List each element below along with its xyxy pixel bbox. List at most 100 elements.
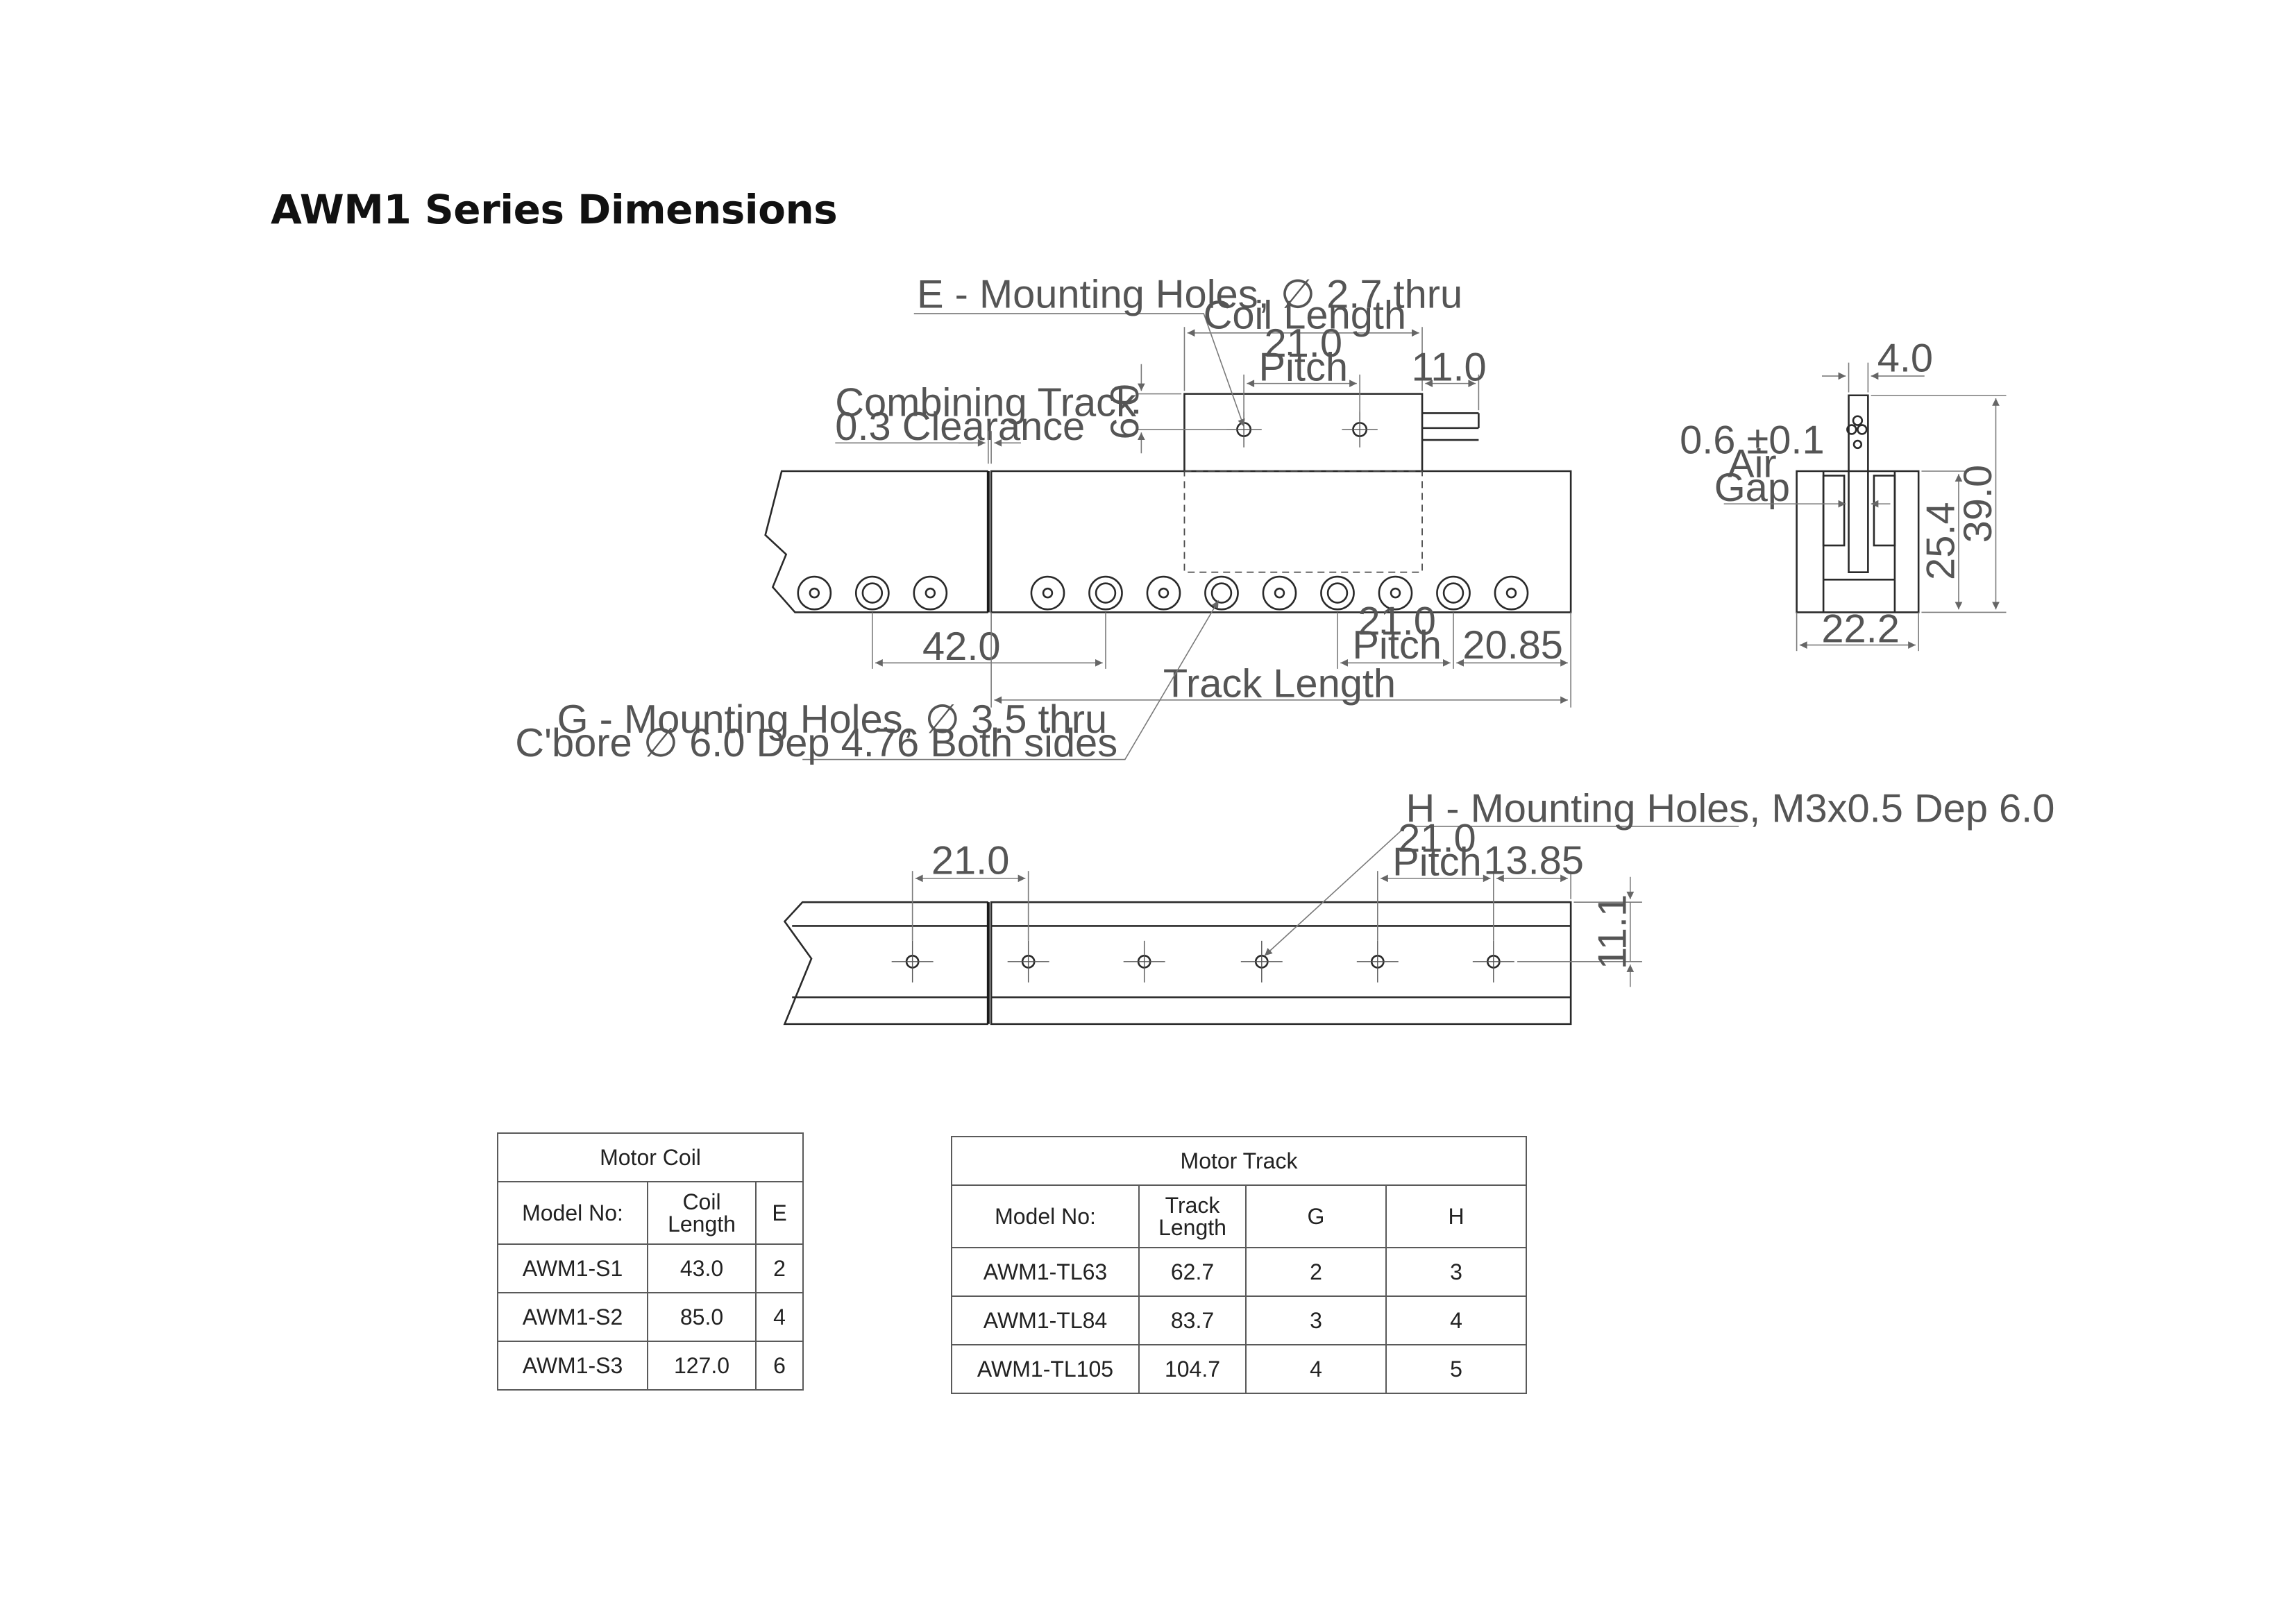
table-row: AWM1-TL84 83.7 3 4 xyxy=(951,1295,1527,1345)
track-length-cell: 83.7 xyxy=(1138,1295,1247,1345)
coil-pitch-value: 21.0 xyxy=(1264,321,1342,366)
bottom-end-offset-label: 13.85 xyxy=(1483,838,1584,883)
combining-track-label: Combining Track xyxy=(835,381,1136,425)
air-gap-value: 0.6 ±0.1 xyxy=(1680,418,1824,462)
track-model-cell: AWM1-TL84 xyxy=(951,1295,1140,1345)
track-cbore-hole xyxy=(1437,577,1469,609)
air-gap-word2: Gap xyxy=(1714,466,1790,510)
g-holes-leader xyxy=(802,600,1219,759)
threaded-hole xyxy=(1357,941,1399,983)
motor-coil-title: Motor Coil xyxy=(497,1132,804,1182)
h-holes-leader xyxy=(1265,826,1739,955)
g-holes-label: G - Mounting Holes, ∅ 3.5 thru xyxy=(557,697,1107,742)
e-holes-leader xyxy=(914,314,1244,427)
coil-cable xyxy=(1422,413,1478,440)
coil-model-cell: AWM1-S3 xyxy=(497,1341,648,1391)
coil-hidden-outline xyxy=(1184,471,1422,572)
coil-block xyxy=(1184,394,1422,471)
track-u-channel xyxy=(1797,471,1919,612)
coil-e-cell: 4 xyxy=(755,1292,804,1342)
coil-e-cell: 2 xyxy=(755,1243,804,1293)
table-row: AWM1-S2 85.0 4 xyxy=(497,1292,804,1342)
track-screw-hole xyxy=(1379,577,1412,609)
end-view: 4.0 0.6 ±0.1 Air Gap 25.4 39.0 22.2 xyxy=(1680,336,2006,651)
track-h-cell: 3 xyxy=(1385,1247,1527,1297)
bottom-pitch-value: 21.0 xyxy=(1398,816,1476,860)
track-header-g: G xyxy=(1245,1184,1387,1248)
track-header-model: Model No: xyxy=(951,1184,1140,1248)
bottom-view: H - Mounting Holes, M3x0.5 Dep 6.0 21.0 … xyxy=(785,786,2054,1024)
coil-mounting-hole xyxy=(1226,411,1261,447)
e-holes-label: E - Mounting Holes, ∅ 2.7 thru xyxy=(917,272,1462,316)
coil-hole-height-label: 6.0 xyxy=(1103,384,1147,439)
track-screw-hole xyxy=(914,577,947,609)
track-cbore-hole xyxy=(856,577,888,609)
g-holes-cbore-label: C'bore ∅ 6.0 Dep 4.76 Both sides xyxy=(515,721,1117,765)
bottom-hole-height-label: 11.1 xyxy=(1590,894,1635,969)
top-width-label: 4.0 xyxy=(1877,336,1933,380)
bottom-left-track-section xyxy=(785,902,988,1024)
left-track-section xyxy=(766,471,988,612)
bottom-pitch-word: Pitch xyxy=(1392,840,1482,885)
track-model-cell: AWM1-TL105 xyxy=(951,1344,1140,1394)
table-row: AWM1-TL105 104.7 4 5 xyxy=(951,1344,1527,1394)
threaded-hole xyxy=(892,941,934,983)
track-cbore-hole xyxy=(1205,577,1238,609)
track-end-label: 20.85 xyxy=(1462,623,1563,668)
track-g-cell: 2 xyxy=(1245,1247,1387,1297)
track-header-h: H xyxy=(1385,1184,1527,1248)
track-height-label: 25.4 xyxy=(1919,502,1964,580)
track-g-cell: 3 xyxy=(1245,1295,1387,1345)
coil-blade xyxy=(1849,396,1868,572)
side-view: E - Mounting Holes, ∅ 2.7 thru Coil Leng… xyxy=(515,272,1571,765)
track-screw-hole xyxy=(798,577,831,609)
track-width-label: 22.2 xyxy=(1821,606,1900,651)
h-holes-label: H - Mounting Holes, M3x0.5 Dep 6.0 xyxy=(1406,786,2054,831)
track-length-cell: 62.7 xyxy=(1138,1247,1247,1297)
track-h-cell: 4 xyxy=(1385,1295,1527,1345)
track-cbore-hole xyxy=(1321,577,1353,609)
coil-model-cell: AWM1-S2 xyxy=(497,1292,648,1342)
coil-model-cell: AWM1-S1 xyxy=(497,1243,648,1293)
track-pitch-word: Pitch xyxy=(1352,623,1442,668)
cable-end-icon xyxy=(1847,416,1866,448)
bottom-main-track xyxy=(991,902,1571,1024)
coil-mounting-hole xyxy=(1342,411,1377,447)
cable-offset-label: 11.0 xyxy=(1411,345,1486,389)
track-screw-hole xyxy=(1263,577,1296,609)
clearance-label: 0.3 Clearance xyxy=(835,405,1085,449)
motor-track-title: Motor Track xyxy=(951,1136,1527,1186)
table-row: AWM1-S1 43.0 2 xyxy=(497,1243,804,1293)
coil-length-cell: 85.0 xyxy=(647,1292,757,1342)
track-screw-hole xyxy=(1147,577,1180,609)
track-screw-hole xyxy=(1495,577,1528,609)
coil-length-label: Coil Length xyxy=(1204,293,1406,337)
threaded-hole xyxy=(1124,941,1165,983)
coil-e-cell: 6 xyxy=(755,1341,804,1391)
track-screw-hole xyxy=(1031,577,1064,609)
track-g-cell: 4 xyxy=(1245,1344,1387,1394)
air-gap-word: Air xyxy=(1728,442,1777,486)
coil-length-cell: 43.0 xyxy=(647,1243,757,1293)
threaded-hole xyxy=(1008,941,1049,983)
magnet-left xyxy=(1823,475,1844,545)
coil-length-cell: 127.0 xyxy=(647,1341,757,1391)
track-model-cell: AWM1-TL63 xyxy=(951,1247,1140,1297)
track-length-label: Track Length xyxy=(1163,662,1396,706)
table-row: AWM1-TL63 62.7 2 3 xyxy=(951,1247,1527,1297)
threaded-hole xyxy=(1241,941,1283,983)
magnet-right xyxy=(1874,475,1895,545)
coil-header-model: Model No: xyxy=(497,1181,648,1245)
track-h-cell: 5 xyxy=(1385,1344,1527,1394)
track-length-cell: 104.7 xyxy=(1138,1344,1247,1394)
total-height-label: 39.0 xyxy=(1956,465,2000,543)
page-title: AWM1 Series Dimensions xyxy=(271,186,838,233)
hole-span-label: 42.0 xyxy=(922,624,1001,669)
coil-pitch-word: Pitch xyxy=(1258,345,1348,389)
table-row: AWM1-S3 127.0 6 xyxy=(497,1341,804,1391)
